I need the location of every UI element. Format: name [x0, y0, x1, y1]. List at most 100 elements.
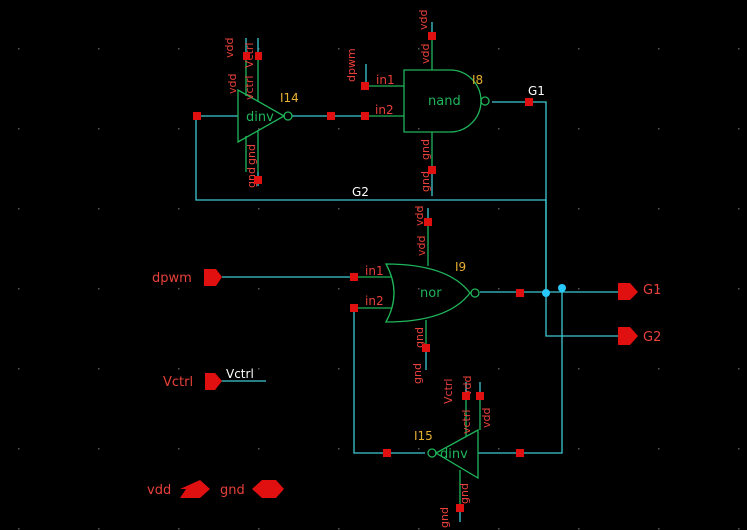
i15-pin-vdd: vdd: [480, 408, 493, 428]
nand-gate-i8[interactable]: nand I8 in1 in2 vdd vdd gnd gnd dpwm: [345, 10, 490, 192]
grid-dot: [578, 128, 580, 130]
grid-dot: [578, 48, 580, 50]
grid-dot: [418, 288, 420, 290]
grid-dot: [578, 368, 580, 370]
grid-dot: [18, 448, 20, 450]
net-label-vctrl: Vctrl: [226, 367, 254, 381]
grid-dot: [418, 368, 420, 370]
grid-dot: [178, 208, 180, 210]
grid-dot: [578, 208, 580, 210]
grid-dot: [98, 368, 100, 370]
grid-dot: [338, 128, 340, 130]
i8-instance-name: I8: [472, 73, 483, 87]
grid-dot: [338, 448, 340, 450]
grid-dot: [18, 368, 20, 370]
i15-ext-gnd: gnd: [438, 507, 451, 528]
grid-dot: [738, 528, 740, 530]
i9-pin-in2: in2: [365, 294, 384, 308]
grid-dot: [258, 48, 260, 50]
grid-dot: [658, 288, 660, 290]
i8-pin-in1: in1: [376, 73, 395, 87]
i14-pin-gnd: gnd: [245, 144, 258, 165]
i15-instance-name: I15: [414, 429, 433, 443]
grid-dot: [178, 368, 180, 370]
grid-dot: [18, 208, 20, 210]
grid-dot: [658, 48, 660, 50]
net-label-g2: G2: [352, 185, 369, 199]
grid-dot: [338, 288, 340, 290]
grid-dot: [18, 288, 20, 290]
grid-dot: [338, 368, 340, 370]
grid-dot: [178, 288, 180, 290]
grid-dot: [98, 288, 100, 290]
grid-dot: [98, 128, 100, 130]
grid-dot: [258, 528, 260, 530]
grid-dot: [178, 448, 180, 450]
wire-i15-in[interactable]: [478, 288, 563, 454]
grid-dot: [578, 448, 580, 450]
port-vctrl[interactable]: Vctrl: [163, 373, 222, 390]
i14-cell-name: dinv: [246, 110, 274, 125]
grid-dot: [18, 128, 20, 130]
grid-dot: [658, 368, 660, 370]
grid-dot: [258, 128, 260, 130]
i8-cell-name: nand: [428, 94, 461, 109]
nor-gate-i9[interactable]: nor I9 in1 in2 vdd vdd gnd gnd: [358, 206, 480, 384]
port-g2[interactable]: G2: [618, 327, 661, 345]
grid-dots: [18, 48, 740, 530]
grid-dot: [658, 208, 660, 210]
i14-pin-vctrl: vctrl: [243, 76, 256, 100]
i8-pin-in2: in2: [375, 103, 394, 117]
grid-dot: [658, 448, 660, 450]
grid-dot: [738, 128, 740, 130]
grid-dot: [738, 288, 740, 290]
i15-pin-vctrl: vctrl: [460, 410, 473, 434]
grid-dot: [498, 48, 500, 50]
grid-dot: [258, 288, 260, 290]
grid-dot: [738, 48, 740, 50]
grid-dot: [338, 48, 340, 50]
grid-dot: [178, 48, 180, 50]
i15-pin-gnd: gnd: [458, 483, 471, 504]
i9-cell-name: nor: [420, 286, 442, 301]
i15-ext-vctrl: Vctrl: [442, 379, 455, 404]
wire-g2-loop[interactable]: [195, 116, 618, 337]
wire-g1[interactable]: [492, 101, 547, 292]
grid-dot: [178, 128, 180, 130]
grid-dot: [498, 368, 500, 370]
grid-dot: [738, 208, 740, 210]
grid-dot: [418, 208, 420, 210]
inverter-i15[interactable]: dinv I15 Vctrl vdd vctrl vdd gnd gnd: [414, 376, 493, 528]
grid-dot: [658, 528, 660, 530]
i8-ext-dpwm: dpwm: [345, 48, 358, 82]
i8-ext-gnd: gnd: [419, 171, 432, 192]
grid-dot: [98, 48, 100, 50]
i14-instance-name: I14: [280, 91, 299, 105]
grid-dot: [418, 448, 420, 450]
grid-dot: [98, 208, 100, 210]
port-vdd-label: vdd: [147, 483, 171, 498]
grid-dot: [338, 208, 340, 210]
i9-ext-vdd: vdd: [413, 206, 426, 226]
port-vdd[interactable]: vdd: [147, 480, 210, 498]
i14-pin-vdd: vdd: [226, 74, 239, 94]
i8-pin-gnd: gnd: [419, 139, 432, 160]
junction-g1-b: [558, 284, 566, 292]
grid-dot: [658, 128, 660, 130]
net-label-g1: G1: [528, 84, 545, 98]
grid-dot: [418, 128, 420, 130]
grid-dot: [338, 528, 340, 530]
port-gnd[interactable]: gnd: [220, 480, 284, 498]
i8-ext-vdd: vdd: [417, 10, 430, 30]
grid-dot: [498, 528, 500, 530]
port-dpwm[interactable]: dpwm: [152, 269, 222, 286]
wire-nor-in2[interactable]: [353, 308, 425, 454]
grid-dot: [418, 48, 420, 50]
inverter-i14[interactable]: dinv I14 vdd Vctrl vdd vctrl gnd gnd: [223, 38, 299, 188]
i9-instance-name: I9: [455, 260, 466, 274]
grid-dot: [258, 368, 260, 370]
port-g1[interactable]: G1: [618, 283, 661, 300]
grid-dot: [498, 288, 500, 290]
grid-dot: [498, 128, 500, 130]
